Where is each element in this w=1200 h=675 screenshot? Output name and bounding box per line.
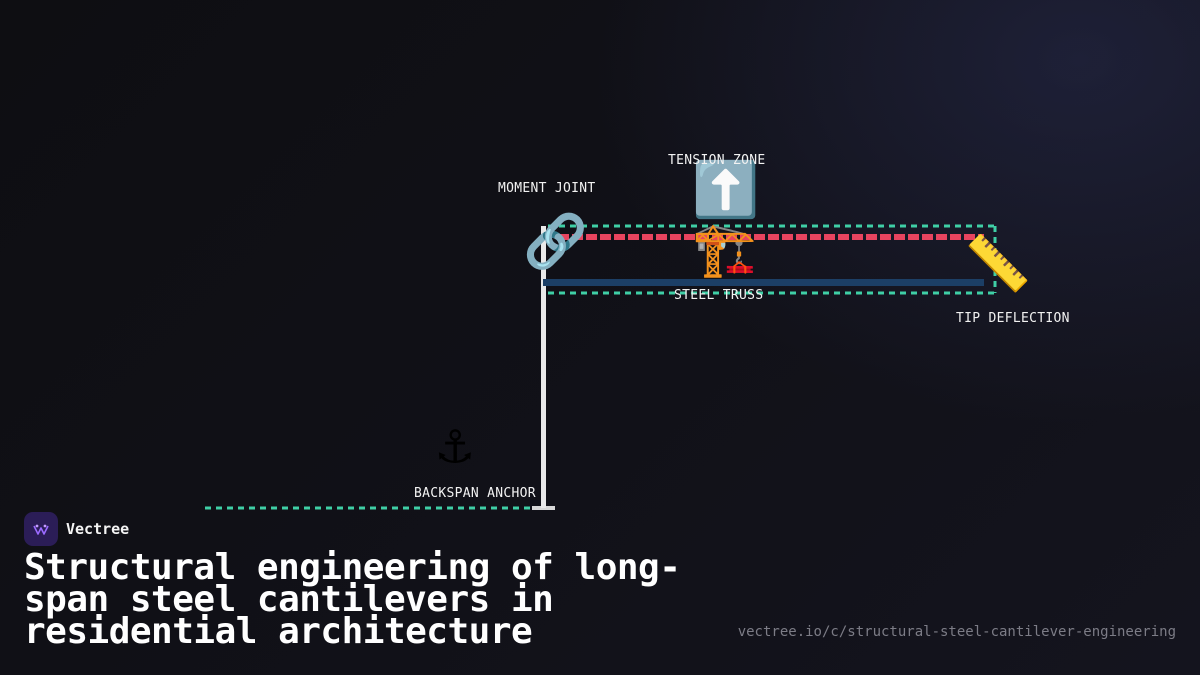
link-icon: 🔗 — [523, 212, 588, 272]
moment-joint-label: MOMENT JOINT — [498, 181, 596, 196]
brand-name: Vectree — [66, 520, 130, 538]
tension-zone-label: TENSION ZONE — [668, 153, 766, 168]
anchor-icon: ⚓ — [438, 412, 472, 477]
crane-icon: 🏗️ — [692, 220, 757, 280]
ruler-icon: 📏 — [964, 232, 1032, 295]
up-arrow-icon: ⬆️ — [692, 158, 760, 221]
backspan-anchor-label: BACKSPAN ANCHOR — [414, 486, 536, 501]
vectree-logo-icon — [24, 512, 58, 546]
brand[interactable]: Vectree — [24, 512, 129, 546]
support-column — [541, 226, 546, 508]
tip-deflection-label: TIP DEFLECTION — [956, 311, 1070, 326]
steel-truss-label: STEEL TRUSS — [674, 288, 764, 303]
page-url[interactable]: vectree.io/c/structural-steel-cantilever… — [737, 624, 1176, 640]
steel-truss-beam — [543, 279, 984, 286]
page-title: Structural engineering of long-span stee… — [24, 547, 681, 652]
